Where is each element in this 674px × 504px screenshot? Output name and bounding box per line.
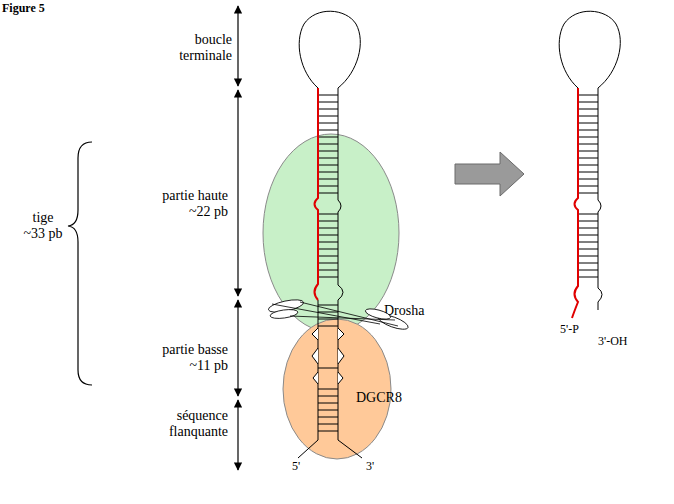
enzyme-name: DGCR8 [356, 390, 402, 406]
region-label: tige ~33 pb [20, 210, 66, 242]
region-label: partie haute ~22 pb [140, 188, 228, 220]
enzyme-ellipse: Drosha [262, 133, 400, 333]
ellipse-outline [262, 133, 400, 333]
region-label: partie basse ~11 pb [140, 342, 228, 374]
ellipse-outline [282, 318, 392, 460]
end-label: 3'-OH [598, 333, 628, 349]
enzyme-name: Drosha [384, 303, 424, 319]
region-label: boucle terminale [172, 32, 232, 64]
end-label: 5' [292, 458, 300, 474]
end-label: 3' [366, 458, 374, 474]
cofactor-ellipse: DGCR8 [282, 318, 392, 460]
region-label: séquence flanquante [140, 408, 228, 440]
end-label: 5'-P [560, 321, 579, 337]
figure-title: Figure 5 [2, 1, 45, 16]
